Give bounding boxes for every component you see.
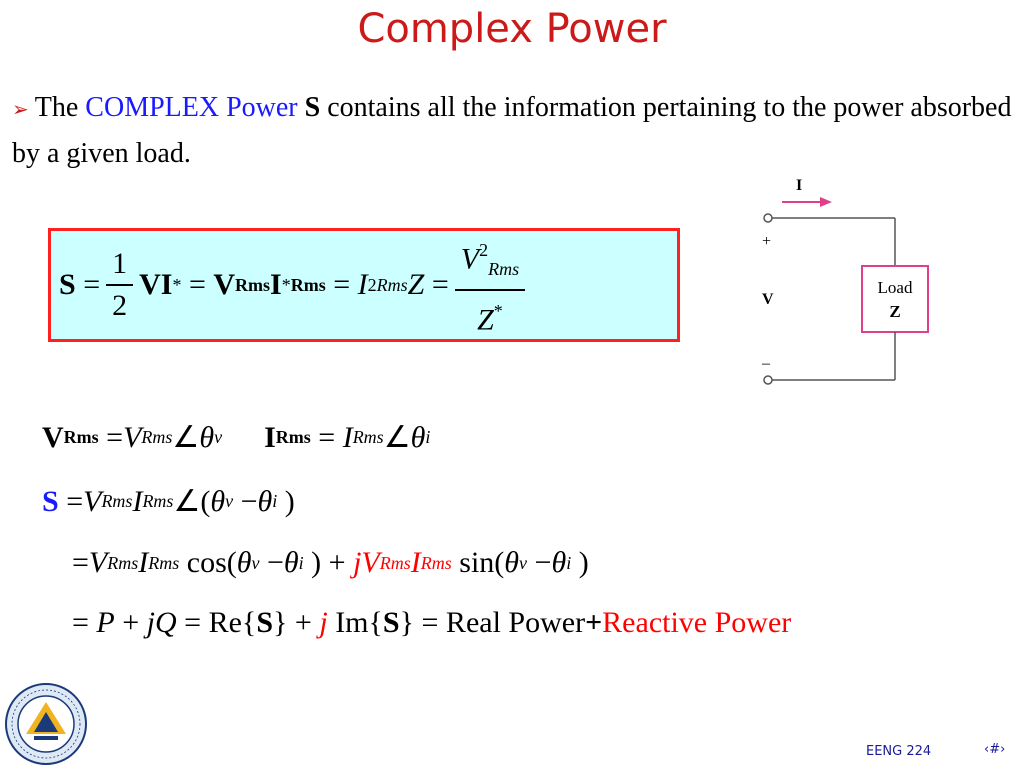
bottom-terminal-icon bbox=[763, 375, 773, 385]
intro-text-start: The bbox=[34, 92, 86, 123]
footer-page-number: ‹#› bbox=[984, 742, 1006, 757]
intro-symbol: S bbox=[304, 92, 321, 123]
voltage-label: V bbox=[762, 291, 774, 308]
current-label: I bbox=[796, 177, 802, 194]
plus-label: + bbox=[762, 233, 771, 250]
load-box bbox=[861, 265, 929, 333]
minus-label: – bbox=[761, 355, 771, 372]
intro-text-end: contains all the information pertaining … bbox=[12, 92, 1012, 169]
current-arrow-icon bbox=[820, 197, 832, 207]
footer-course-code: EENG 224 bbox=[866, 744, 932, 759]
intro-paragraph: ➢The COMPLEX Power S contains all the in… bbox=[12, 86, 1012, 176]
university-seal-logo bbox=[5, 683, 87, 765]
top-terminal-icon bbox=[763, 213, 773, 223]
s-real-reactive-equation: = P + jQ = Re{S} + j Im{S} = Real Power+… bbox=[72, 606, 792, 639]
load-circuit-diagram: I Load Z + V – bbox=[761, 177, 929, 385]
slide-title: Complex Power bbox=[357, 6, 667, 52]
impedance-label: Z bbox=[889, 302, 900, 321]
intro-highlight: COMPLEX Power bbox=[85, 92, 305, 123]
load-label: Load bbox=[878, 278, 913, 297]
bullet-arrow-icon: ➢ bbox=[12, 99, 29, 121]
